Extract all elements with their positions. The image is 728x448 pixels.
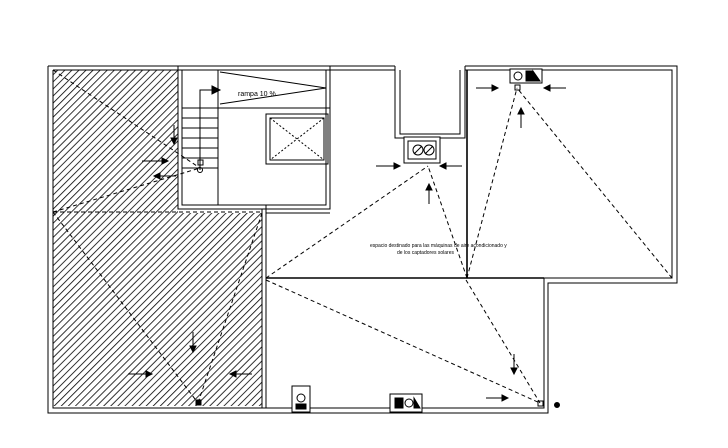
drain-point-icon bbox=[195, 84, 560, 408]
hatched-roof-top-left bbox=[53, 70, 178, 213]
stair-icon bbox=[182, 85, 222, 205]
ramp bbox=[219, 71, 327, 105]
hvac-unit-icon bbox=[291, 385, 311, 413]
slope-lines bbox=[52, 69, 673, 404]
note-line-2: de los captadores solares bbox=[397, 250, 454, 256]
hvac-unit-icon bbox=[509, 68, 543, 84]
duct-shaft bbox=[394, 66, 466, 139]
hvac-unit-icon bbox=[403, 136, 441, 164]
skylight-icon bbox=[265, 113, 329, 165]
arrow-icon bbox=[128, 84, 566, 402]
hvac-unit-icon bbox=[389, 393, 423, 413]
inner-walls bbox=[261, 70, 544, 408]
hatched-roof-bottom-left bbox=[53, 213, 262, 406]
note-line-1: espacio destinado para las máquinas de a… bbox=[370, 243, 507, 249]
ramp-label: rampa 10 % bbox=[238, 91, 276, 98]
